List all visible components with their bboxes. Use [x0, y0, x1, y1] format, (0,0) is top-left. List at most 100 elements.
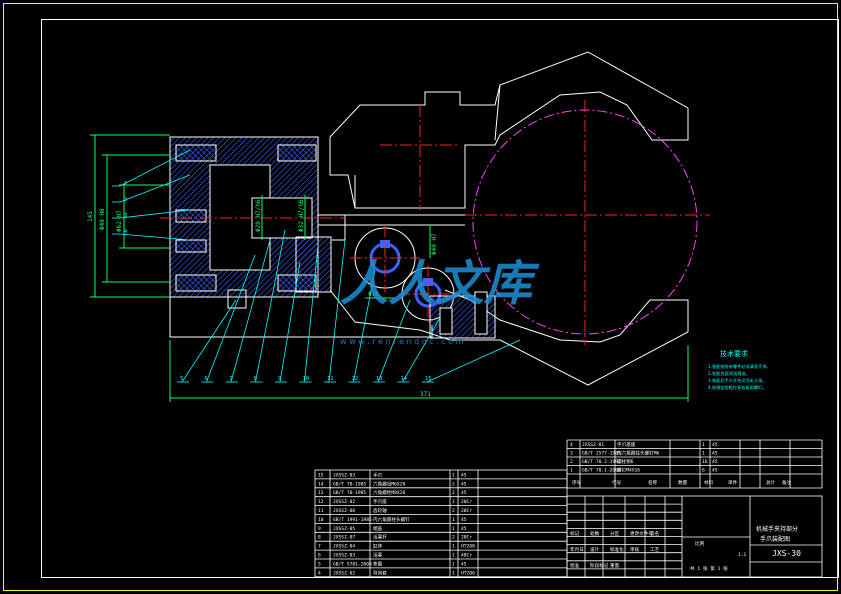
- parts-cell: 1: [702, 442, 705, 448]
- leader-line: [119, 174, 191, 203]
- title-block: [314, 439, 823, 578]
- parts-cell: 1: [452, 544, 455, 550]
- parts-cell: 14: [318, 481, 324, 487]
- parts-cell: 1: [452, 570, 455, 576]
- parts-cell: 11: [318, 508, 324, 514]
- leader-label: 9: [278, 376, 281, 382]
- parts-cell: JXSSZ-06: [333, 508, 355, 514]
- leader-line: [255, 229, 286, 383]
- parts-cell: GB/T 70-1985: [333, 490, 366, 496]
- parts-cell: 垫圈: [373, 560, 383, 567]
- dim-left-inner: Φ62 H7: [116, 210, 123, 232]
- column-outline: [332, 215, 346, 241]
- parts-cell: 内六角圆柱头螺钉: [373, 516, 410, 523]
- title-cell-label: 批准: [570, 562, 580, 569]
- parts-cell: 45: [461, 472, 467, 478]
- dim-left-mid: Φ40 H8: [99, 208, 106, 230]
- leader-label: 3: [124, 213, 127, 219]
- leader-line: [279, 261, 301, 383]
- dimension-texts: 371 145 Φ40 H8 Φ62 H7 Φ20 H7/h6 Φ32 H7/h…: [87, 199, 438, 398]
- parts-cell: JXSSZ-03: [333, 472, 355, 478]
- center-lines: [160, 100, 710, 345]
- dim-overall: 371: [420, 391, 431, 398]
- leader-label: 8: [254, 376, 257, 382]
- parts-cell: 端盖: [373, 525, 383, 532]
- tech-req-line: 2.各配合面涂润滑油。: [708, 370, 750, 377]
- parts-cell: 7: [318, 544, 321, 550]
- parts-cell: 活塞杆: [373, 534, 387, 541]
- parts-cell: GB/T 5781-2000: [333, 561, 372, 567]
- parts-cell: 2: [452, 535, 455, 541]
- leader-line: [119, 233, 191, 241]
- parts-cell: JXSSZ-04: [333, 544, 355, 550]
- dim-center-c: Φ18: [368, 291, 379, 298]
- parts-cell: 45: [712, 442, 718, 448]
- leader-label: 11: [327, 376, 334, 382]
- parts-cell: 手爪基座: [617, 441, 636, 448]
- leader-label: 6: [205, 376, 208, 382]
- parts-cell: 导向套: [373, 569, 387, 576]
- parts-cell: 20Cr: [461, 499, 472, 505]
- scale-value: 1:1: [738, 552, 747, 558]
- leader-line: [181, 299, 237, 383]
- title-cell-label: 工艺: [650, 547, 660, 553]
- parts-cell: 1: [452, 561, 455, 567]
- leader-lines: [112, 149, 521, 383]
- parts-cell: 9: [318, 526, 321, 532]
- outer-border: [3, 3, 838, 591]
- leader-line: [230, 239, 271, 383]
- sheet-info: 共 1 张 第 1 张: [690, 565, 728, 572]
- parts-cell: GB/T 70.1-2000: [582, 468, 621, 474]
- parts-cell: GB/T 1991-1985: [333, 517, 372, 523]
- parts-cell: JXSSZ-02: [333, 570, 355, 576]
- dim-center-b: Φ32 H7/h6: [298, 199, 305, 232]
- bolt-bracket: [429, 291, 496, 339]
- parts-cell: 1: [452, 553, 455, 559]
- parts-cell: 12: [318, 499, 324, 505]
- drawing-frame: [41, 19, 839, 578]
- dimensions: [90, 134, 689, 402]
- parts-cell: 45: [712, 468, 718, 474]
- watermark-url: w w w . r e n r e n d o c . c o m: [340, 337, 464, 346]
- tech-req-line: 1.装配前所有零件必须清洗干净。: [708, 363, 771, 370]
- parts-cell: 手爪: [373, 471, 383, 478]
- technical-requirements: 技术要求 1.装配前所有零件必须清洗干净。2.各配合面涂润滑油。3.装配后手爪开…: [708, 349, 771, 391]
- parts-cell: JXSSZ-01: [582, 442, 604, 448]
- parts-cell: GB/T 2577-1985: [582, 451, 621, 457]
- leader-label: 13: [376, 376, 383, 382]
- parts-header: 总计: [766, 479, 776, 486]
- title-cell-label: 更改文件号: [630, 530, 653, 537]
- parts-cell: 2: [570, 459, 573, 465]
- leader-label: 10: [303, 376, 310, 382]
- tech-req-title: 技术要求: [720, 349, 748, 358]
- leader-line: [353, 269, 376, 383]
- parts-cell: 圆柱销6: [617, 458, 634, 465]
- watermark: 人人文库 w w w . r e n r e n d o c . c o m: [340, 256, 540, 346]
- parts-cell: 45: [712, 451, 718, 457]
- parts-cell: JXSSZ-02: [333, 499, 355, 505]
- leader-line: [377, 299, 411, 383]
- dim-center-d: Φ40 H7: [431, 233, 438, 255]
- gripper-jaw-upper: [329, 51, 689, 209]
- parts-header: 代号: [612, 479, 622, 486]
- drawing-title: 机械手夹持部分: [756, 525, 798, 533]
- parts-cell: 齿轮轴: [373, 507, 387, 514]
- parts-cell: JXSSZ-07: [333, 535, 355, 541]
- leader-line: [206, 254, 256, 383]
- title-cell-label: 标记: [570, 530, 580, 537]
- parts-header: 数量: [678, 479, 688, 486]
- parts-cell: HT200: [461, 570, 475, 576]
- leader-line: [426, 339, 521, 383]
- parts-cell: 6: [702, 468, 705, 474]
- parts-cell: 4: [318, 570, 321, 576]
- parts-header: 名称: [648, 479, 658, 486]
- parts-cell: 手爪座: [373, 498, 387, 505]
- parts-cell: 45: [712, 459, 718, 465]
- drawing-subtitle: 手爪装配图: [760, 535, 790, 543]
- parts-cell: 45: [461, 490, 467, 496]
- parts-cell: 1: [452, 517, 455, 523]
